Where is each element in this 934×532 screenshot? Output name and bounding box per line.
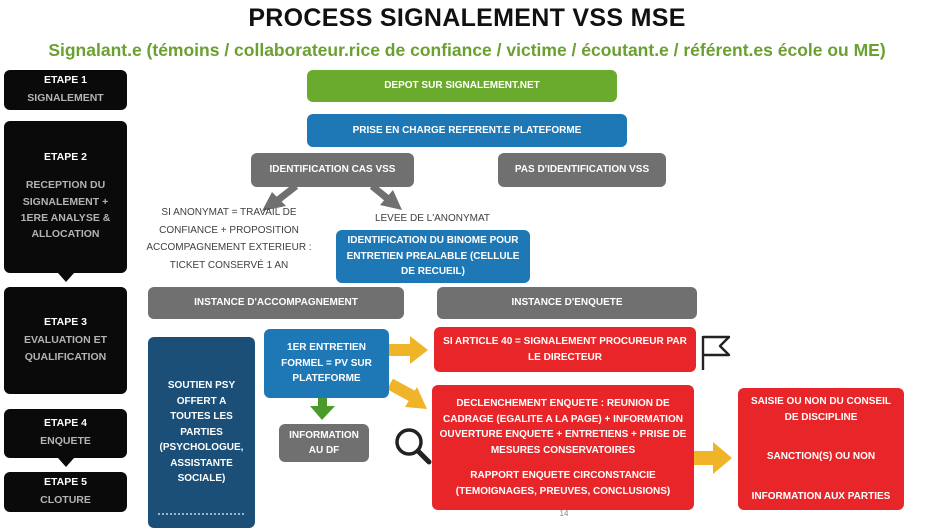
stage-4: ETAPE 4 ENQUETE bbox=[4, 409, 127, 458]
stage-3-label: EVALUATION ET QUALIFICATION bbox=[23, 334, 108, 363]
magnifier-icon bbox=[395, 428, 432, 465]
stage-2-number: ETAPE 2 bbox=[44, 151, 87, 164]
information-df-box: INFORMATION AU DF bbox=[279, 424, 369, 462]
pas-identification-box: PAS D'IDENTIFICATION VSS bbox=[498, 153, 666, 187]
arrow-to-levee bbox=[369, 183, 402, 210]
page-title: PROCESS SIGNALEMENT VSS MSE bbox=[248, 4, 686, 32]
arrow-to-article-40 bbox=[389, 336, 428, 364]
stage-2-label: RECEPTION DU SIGNALEMENT + 1ERE ANALYSE … bbox=[20, 179, 111, 241]
declenchement-text: DECLENCHEMENT ENQUETE : REUNION DE CADRA… bbox=[439, 398, 687, 456]
soutien-psy-divider bbox=[158, 513, 244, 515]
saisie-text: SAISIE OU NON DU CONSEIL DE DISCIPLINE bbox=[750, 396, 891, 423]
stage-3: ETAPE 3 EVALUATION ET QUALIFICATION bbox=[4, 287, 127, 394]
stage-5-number: ETAPE 5 bbox=[44, 475, 87, 488]
instance-enquete-box: INSTANCE D'ENQUETE bbox=[437, 287, 697, 319]
stage-1-label: SIGNALEMENT bbox=[27, 91, 104, 104]
stage-4-label: ENQUETE bbox=[40, 435, 91, 448]
instance-accompagnement-box: INSTANCE D'ACCOMPAGNEMENT bbox=[148, 287, 404, 319]
rapport-text: RAPPORT ENQUETE CIRCONSTANCIE (TEMOIGNAG… bbox=[455, 470, 671, 497]
stage-3-number: ETAPE 3 bbox=[44, 316, 87, 329]
stage-4-number: ETAPE 4 bbox=[44, 417, 87, 430]
premier-entretien-box: 1ER ENTRETIEN FORMEL = PV SUR PLATEFORME bbox=[264, 329, 389, 398]
arrow-to-anonymat bbox=[262, 183, 299, 211]
binome-box: IDENTIFICATION DU BINOME POUR ENTRETIEN … bbox=[336, 230, 530, 283]
page-subtitle: Signalant.e (témoins / collaborateur.ric… bbox=[48, 40, 886, 60]
flag-icon bbox=[701, 335, 731, 370]
page-number: 14 bbox=[559, 509, 569, 518]
sanctions-text: SANCTION(S) OU NON bbox=[766, 451, 876, 462]
cloture-decisions-box: SAISIE OU NON DU CONSEIL DE DISCIPLINE S… bbox=[738, 388, 904, 510]
identification-vss-box: IDENTIFICATION CAS VSS bbox=[251, 153, 414, 187]
stage-2-pointer bbox=[58, 273, 74, 282]
levee-anonymat-note: LEVEE DE L'ANONYMAT bbox=[374, 213, 491, 224]
article-40-box: SI ARTICLE 40 = SIGNALEMENT PROCUREUR PA… bbox=[434, 327, 696, 372]
information-parties-text: INFORMATION AUX PARTIES bbox=[751, 490, 891, 502]
arrow-to-saisie bbox=[692, 442, 732, 474]
stage-2: ETAPE 2 RECEPTION DU SIGNALEMENT + 1ERE … bbox=[4, 121, 127, 273]
soutien-psy-box: SOUTIEN PSY OFFERT A TOUTES LES PARTIES … bbox=[148, 337, 255, 528]
stage-1-number: ETAPE 1 bbox=[44, 73, 87, 86]
arrow-to-declenchement bbox=[387, 378, 427, 409]
stage-1: ETAPE 1 SIGNALEMENT bbox=[4, 70, 127, 110]
anonymat-note: SI ANONYMAT = TRAVAIL DE CONFIANCE + PRO… bbox=[146, 207, 312, 271]
declenchement-enquete-box: DECLENCHEMENT ENQUETE : REUNION DE CADRA… bbox=[432, 385, 694, 510]
prise-en-charge-box: PRISE EN CHARGE REFERENT.E PLATEFORME bbox=[307, 114, 627, 147]
arrow-to-information-df bbox=[310, 398, 335, 420]
depot-box: DEPOT SUR SIGNALEMENT.NET bbox=[307, 70, 617, 102]
stage-5: ETAPE 5 CLOTURE bbox=[4, 472, 127, 512]
stage-4-pointer bbox=[58, 458, 74, 467]
stage-5-label: CLOTURE bbox=[40, 493, 91, 506]
